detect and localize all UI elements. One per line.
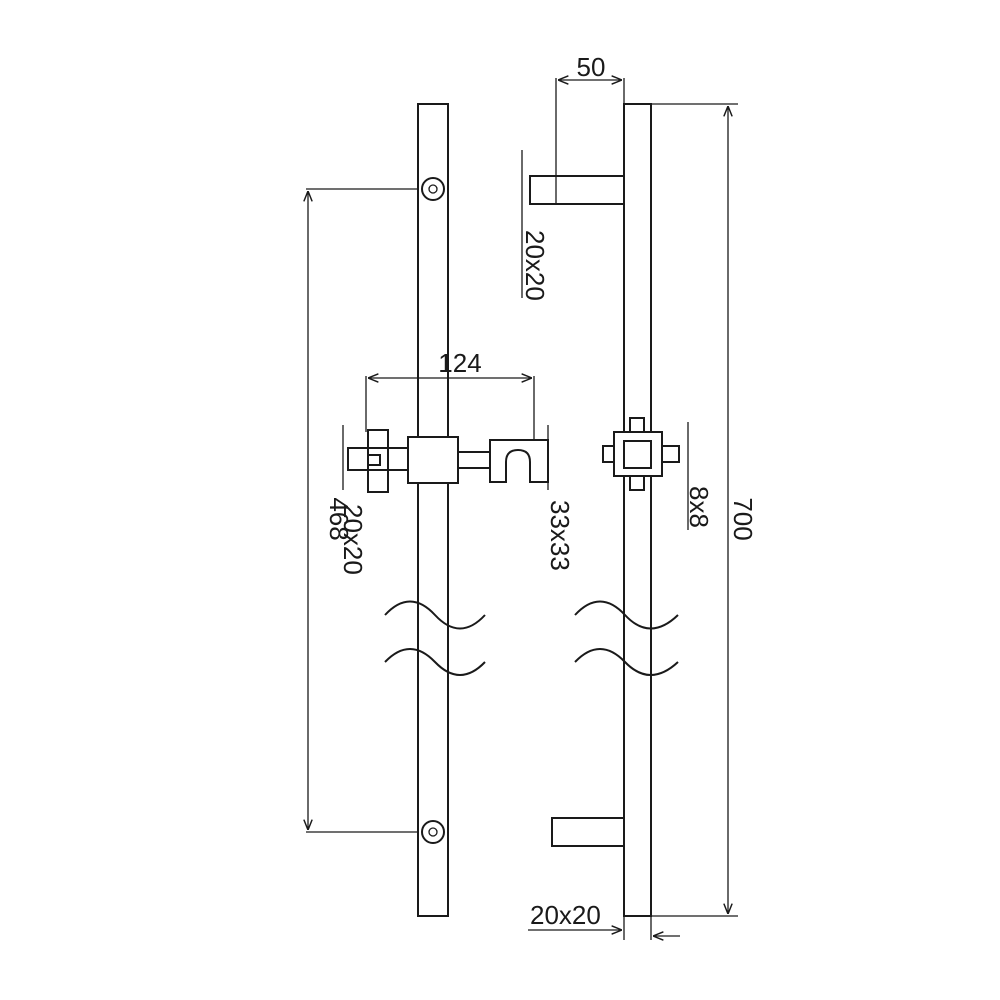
dimension-label-33x33: 33x33 bbox=[545, 500, 575, 571]
bottom-bracket bbox=[551, 817, 625, 847]
break-mark bbox=[384, 648, 486, 676]
handshower-holder bbox=[489, 439, 549, 483]
bottom-mount-screw-icon bbox=[421, 820, 445, 844]
break-mark bbox=[574, 600, 679, 630]
slider-side-knob bbox=[602, 417, 680, 491]
dimension-label-20x20-bracket: 20x20 bbox=[520, 230, 550, 301]
dimension-label-20x20-slider: 20x20 bbox=[338, 504, 368, 575]
top-mount-screw-icon bbox=[421, 177, 445, 201]
break-mark bbox=[384, 600, 486, 630]
dimension-label-8x8: 8x8 bbox=[684, 486, 714, 528]
side-rail bbox=[623, 103, 652, 917]
slider-assembly bbox=[347, 429, 549, 493]
break-mark bbox=[574, 648, 679, 676]
front-view: 468 124 20x20 33x33 bbox=[306, 103, 575, 917]
dimension-label-50: 50 bbox=[577, 52, 606, 82]
top-bracket bbox=[529, 175, 625, 205]
dimension-label-468: 468 bbox=[324, 497, 354, 540]
front-rail bbox=[417, 103, 449, 917]
slider-block bbox=[407, 436, 459, 484]
dimension-label-20x20-rail: 20x20 bbox=[530, 900, 601, 930]
dimension-label-124: 124 bbox=[438, 348, 481, 378]
side-view: 50 700 20x20 8x8 20x20 bbox=[520, 52, 758, 940]
dimension-label-700: 700 bbox=[728, 497, 758, 540]
